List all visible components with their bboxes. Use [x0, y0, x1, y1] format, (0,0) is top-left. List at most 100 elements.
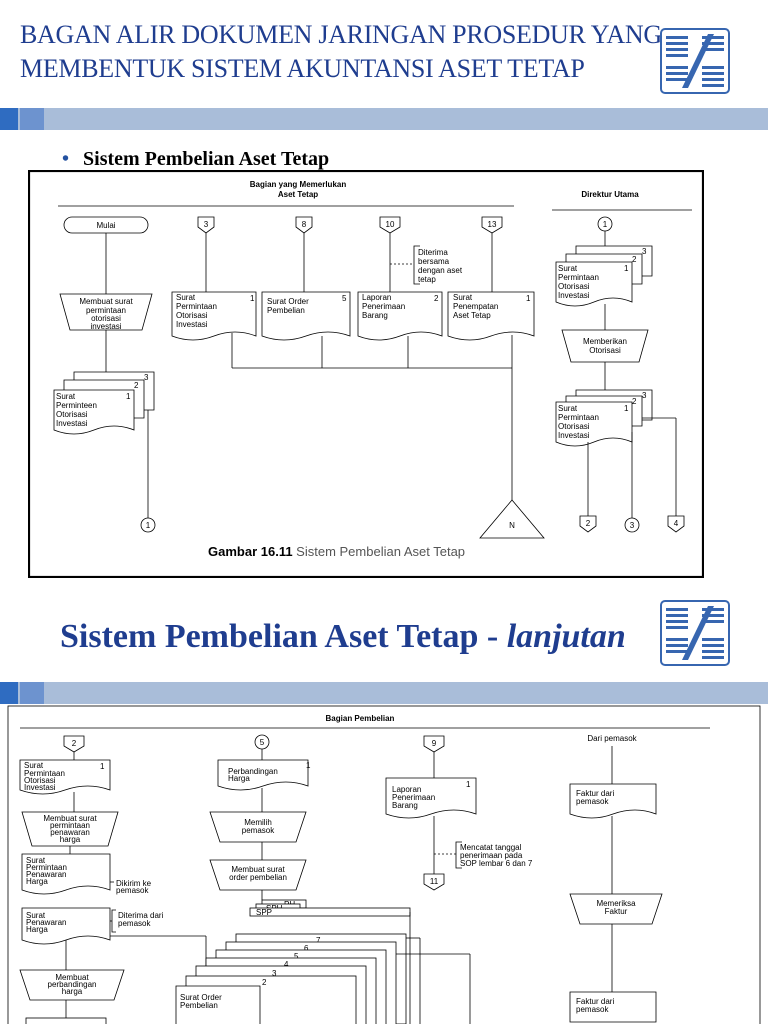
r-stack-line2: Permintaan: [558, 273, 599, 282]
r2-line4: Investasi: [558, 431, 590, 440]
col-header-2: Direktur Utama: [581, 190, 639, 199]
s2-s2: 2: [262, 978, 267, 987]
s2-d1-line4: Investasi: [24, 783, 56, 792]
r2-num-1: 1: [624, 404, 629, 413]
s2-d2-line3: Penawaran: [26, 870, 66, 879]
slide1-title-line1: BAGAN ALIR DOKUMEN JARINGAN PROSEDUR YAN…: [20, 20, 662, 49]
s2-p1-line4: harga: [60, 835, 81, 844]
s2-d3-line2: Penawaran: [26, 918, 66, 927]
connector-2: 2: [586, 519, 591, 528]
s2-s7: 7: [316, 936, 321, 945]
s2-d4-line1: Perbandingan: [228, 767, 278, 776]
r2-num-3: 3: [642, 391, 647, 400]
stack-num-3: 3: [144, 373, 149, 382]
slide2-title: Sistem Pembelian Aset Tetap - lanjutan: [60, 618, 626, 656]
stack-num-1: 1: [126, 392, 131, 401]
r-stack-num-2: 2: [632, 255, 637, 264]
doc-a-line2: Permintaan: [176, 302, 217, 311]
s2-d2-line1: Surat: [26, 856, 46, 865]
s2-note-line2: penerimaan pada: [460, 851, 523, 860]
r-stack-num-1: 1: [624, 264, 629, 273]
r-stack-line4: Investasi: [558, 291, 590, 300]
s2-sent-line2: pemasok: [116, 886, 149, 895]
note-line3: dengan aset: [418, 266, 463, 275]
s2-d1-number: 1: [100, 762, 105, 771]
s2-d6-line1: Laporan: [392, 785, 421, 794]
doc-c-number: 2: [434, 294, 439, 303]
slide2-title-main: Sistem Pembelian Aset Tetap -: [60, 618, 507, 655]
doc-d-line1: Surat: [453, 293, 473, 302]
s2-d1-line2: Permintaan: [24, 769, 65, 778]
s2-s5: 5: [294, 952, 299, 961]
s2-d3-line1: Surat: [26, 911, 46, 920]
doc-d-line3: Aset Tetap: [453, 311, 491, 320]
proc2-line1: Memberikan: [583, 337, 627, 346]
note-line4: tetap: [418, 275, 436, 284]
doc-a-line4: Investasi: [176, 320, 208, 329]
s2-connector-2: 2: [72, 739, 77, 748]
connector-1-top: 1: [603, 220, 608, 229]
slide1-flowchart: Bagian yang Memerlukan Aset Tetap Direkt…: [28, 170, 704, 578]
s2-d8-line2: pemasok: [576, 1005, 609, 1014]
col-header-1b: Aset Tetap: [278, 190, 318, 199]
s2-p1-line3: penawaran: [50, 828, 90, 837]
s2-p4-line2: order pembelian: [229, 873, 287, 882]
note-line1: Diterima: [418, 248, 448, 257]
s2-p4-line1: Membuat surat: [231, 865, 285, 874]
s2-from-supplier: Dari pemasok: [587, 734, 637, 743]
doc-b-number: 5: [342, 294, 347, 303]
s2-recv-line1: Diterima dari: [118, 911, 164, 920]
s2-p3-line2: pemasok: [242, 826, 275, 835]
logo-icon: [660, 28, 730, 94]
proc1-line3: otorisasi: [91, 314, 121, 323]
slide2-title-italic: lanjutan: [506, 618, 626, 655]
file-n: N: [509, 521, 515, 530]
slide1-header-band: [0, 108, 768, 130]
bullet-icon: •: [62, 148, 70, 170]
connector-3: 3: [204, 220, 209, 229]
s2-s4: 4: [284, 960, 289, 969]
r-stack-num-3: 3: [642, 247, 647, 256]
slide2-flowchart: Bagian Pembelian Dari pemasok 2 5 9 1 Su…: [7, 705, 761, 1024]
s2-d3-line3: Harga: [26, 925, 48, 934]
connector-8: 8: [302, 220, 307, 229]
s2-d6-line3: Barang: [392, 801, 418, 810]
s2-sent-line1: Dikirim ke: [116, 879, 152, 888]
s2-p2-line3: harga: [62, 987, 83, 996]
s2-d7-line1: Faktur dari: [576, 789, 614, 798]
s2-d1-line3: Otorisasi: [24, 776, 56, 785]
start-terminator: Mulai: [96, 221, 115, 230]
slide1-bullet: •Sistem Pembelian Aset Tetap: [62, 148, 329, 171]
r2-line2: Permintaan: [558, 413, 599, 422]
stack-line2: Perminteen: [56, 401, 97, 410]
doc-c-line1: Laporan: [362, 293, 391, 302]
proc1-line1: Membuat surat: [79, 297, 133, 306]
stack-line4: Investasi: [56, 419, 88, 428]
s2-p5-line2: Faktur: [605, 907, 628, 916]
note-line2: bersama: [418, 257, 450, 266]
s2-p5-line1: Memeriksa: [596, 899, 636, 908]
doc-a-number: 1: [250, 294, 255, 303]
connector-13: 13: [488, 220, 497, 229]
doc-c-line2: Penerimaan: [362, 302, 405, 311]
proc1-line2: permintaan: [86, 306, 126, 315]
s2-s3: 3: [272, 969, 277, 978]
r-stack-line1: Surat: [558, 264, 578, 273]
s2-p2-line2: perbandingan: [48, 980, 97, 989]
s2-note-line3: SOP lembar 6 dan 7: [460, 859, 533, 868]
s2-recv-line2: pemasok: [118, 919, 151, 928]
s2-connector-9: 9: [432, 739, 437, 748]
doc-d-line2: Penempatan: [453, 302, 498, 311]
logo-icon-2: [660, 600, 730, 666]
stack-line1: Surat: [56, 392, 76, 401]
s2-s6: 6: [304, 944, 309, 953]
s2-connector-5: 5: [260, 738, 265, 747]
s2-d8-line1: Faktur dari: [576, 997, 614, 1006]
s2-d2-line4: Harga: [26, 877, 48, 886]
doc-c-line3: Barang: [362, 311, 388, 320]
doc-d-number: 1: [526, 294, 531, 303]
connector-3-bottom: 3: [630, 521, 635, 530]
s2-d6-line2: Penerimaan: [392, 793, 435, 802]
connector-4: 4: [674, 519, 679, 528]
s2-d4-number: 1: [306, 761, 311, 770]
